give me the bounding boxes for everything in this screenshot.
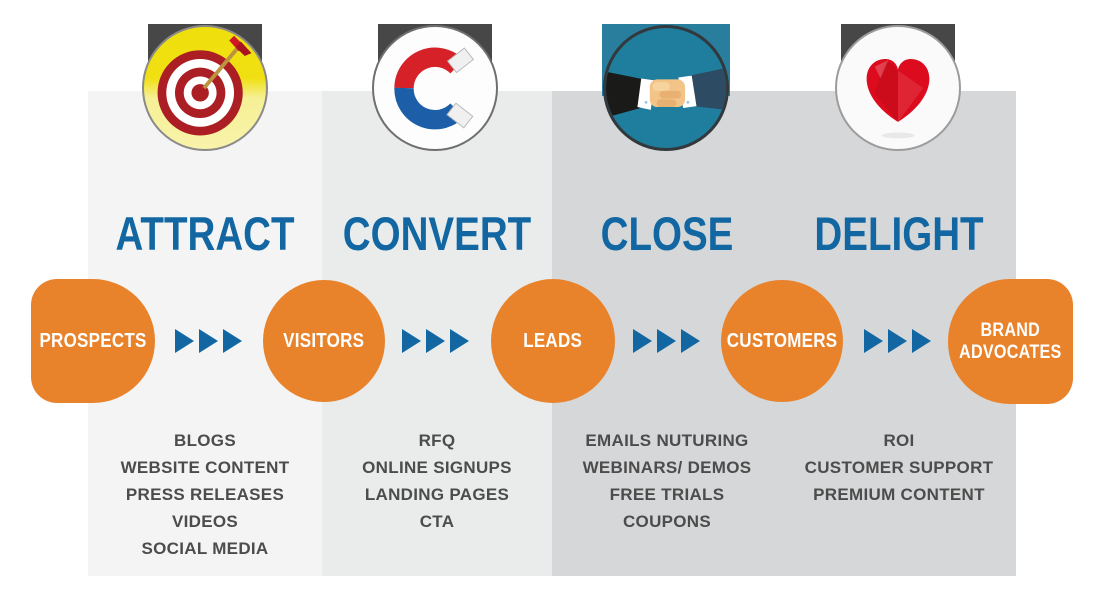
audience-brand-advocates: BRAND ADVOCATES [948,279,1073,404]
tactic-item: SOCIAL MEDIA [141,539,269,558]
audience-visitors-label: VISITORS [283,329,365,352]
arrow-group-1 [175,329,242,353]
handshake-icon [603,25,729,151]
tactic-item: EMAILS NUTURING [585,431,749,450]
tactic-item: COUPONS [622,512,712,531]
stage-title-convert: CONVERT [342,207,532,260]
attract-tactics-list: BLOGS WEBSITE CONTENT PRESS RELEASES VID… [88,427,322,562]
arrow-right-icon [864,329,883,353]
arrow-right-icon [402,329,421,353]
arrow-right-icon [888,329,907,353]
tactic-item: RFQ [418,431,456,450]
stage-title-attract: ATTRACT [115,207,295,260]
convert-tactics-list: RFQ ONLINE SIGNUPS LANDING PAGES CTA [322,427,552,535]
tactic-item: CTA [419,512,455,531]
delight-tactics-list: ROI CUSTOMER SUPPORT PREMIUM CONTENT [782,427,1016,508]
audience-leads-label: LEADS [523,329,583,352]
arrow-right-icon [450,329,469,353]
arrow-right-icon [633,329,652,353]
stage-title-delight: DELIGHT [814,207,984,260]
close-tactics-list: EMAILS NUTURING WEBINARS/ DEMOS FREE TRI… [552,427,782,535]
stage-title-close: CLOSE [600,207,734,260]
audience-leads: LEADS [491,279,615,403]
arrow-right-icon [426,329,445,353]
arrow-group-3 [633,329,700,353]
tactic-item: BLOGS [174,431,236,450]
arrow-right-icon [199,329,218,353]
heart-icon [835,25,961,151]
arrow-right-icon [175,329,194,353]
tactic-item: CUSTOMER SUPPORT [804,458,994,477]
arrow-right-icon [681,329,700,353]
arrow-group-4 [864,329,931,353]
tactic-item: PRESS RELEASES [125,485,285,504]
target-icon [142,25,268,151]
audience-visitors: VISITORS [263,280,385,402]
tactic-item: WEBINARS/ DEMOS [582,458,752,477]
tactic-item: PREMIUM CONTENT [813,485,985,504]
arrow-right-icon [657,329,676,353]
tactic-item: FREE TRIALS [609,485,725,504]
audience-brand-advocates-label: BRAND ADVOCATES [959,319,1062,363]
tactic-item: ROI [883,431,915,450]
tactic-item: ONLINE SIGNUPS [362,458,512,477]
audience-customers: CUSTOMERS [721,280,843,402]
audience-prospects-label: PROSPECTS [39,329,147,352]
tactic-item: VIDEOS [171,512,239,531]
arrow-right-icon [223,329,242,353]
arrow-right-icon [912,329,931,353]
arrow-group-2 [402,329,469,353]
magnet-icon [372,25,498,151]
audience-customers-label: CUSTOMERS [726,329,838,352]
audience-prospects: PROSPECTS [31,279,155,403]
tactic-item: WEBSITE CONTENT [120,458,290,477]
tactic-item: LANDING PAGES [364,485,510,504]
